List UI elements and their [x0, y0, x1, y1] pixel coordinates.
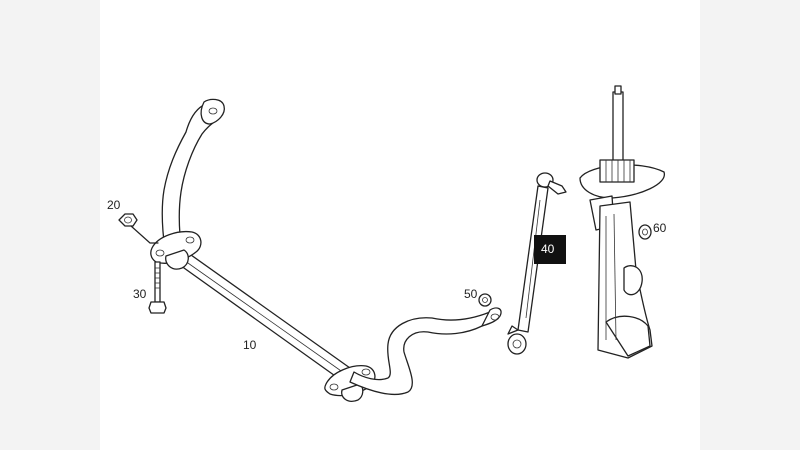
nut-icon[interactable] [638, 224, 652, 240]
callout-40: 40 [541, 242, 555, 256]
callout-10: 10 [243, 338, 257, 352]
callout-60: 60 [653, 221, 667, 235]
bolt-icon[interactable] [148, 261, 167, 314]
callout-20: 20 [107, 198, 121, 212]
callout-30: 30 [133, 287, 147, 301]
callout-50: 50 [464, 287, 478, 301]
link-rod-icon[interactable] [507, 172, 567, 355]
nut-icon[interactable] [118, 213, 159, 244]
strut-icon[interactable] [579, 85, 665, 359]
callout-40-highlight [534, 235, 566, 264]
stabilizer-bar-icon[interactable] [150, 98, 502, 402]
washer-icon[interactable] [478, 293, 492, 307]
